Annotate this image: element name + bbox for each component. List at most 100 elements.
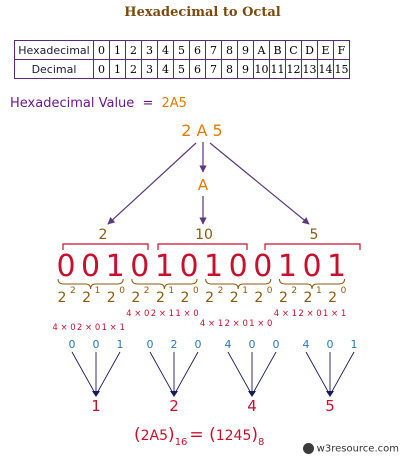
octal-digit: 1 — [91, 397, 101, 415]
product-term: 1 × 1 — [323, 309, 346, 319]
branch-value: 10 — [195, 227, 213, 243]
fan-line — [95, 351, 121, 396]
power-base: 2 — [58, 290, 67, 306]
power-exponent: 2 — [291, 286, 297, 296]
dec-cell: 14 — [317, 59, 334, 79]
result-octal: 1245 — [216, 428, 252, 444]
product-term: 4 × 0 — [52, 323, 75, 333]
w3resource-logo-icon — [302, 442, 314, 454]
binary-digit: 0 — [229, 249, 248, 284]
power-exponent: 1 — [95, 286, 101, 296]
fan-line — [329, 351, 355, 396]
tree-middle-value: A — [198, 176, 209, 194]
tree-arrow-right — [209, 142, 310, 225]
tree-arrow-left — [107, 142, 197, 225]
binary-digit: 0 — [81, 249, 100, 284]
power-exponent: 2 — [70, 286, 76, 296]
binary-digit: 0 — [179, 249, 198, 284]
arrow-head-icon — [92, 391, 100, 397]
result-hex: 2A5 — [141, 428, 168, 444]
product-term: 4 × 1 — [200, 319, 223, 329]
power-exponent: 1 — [168, 286, 174, 296]
group-brace — [278, 278, 346, 290]
bit-value: 0 — [147, 338, 154, 351]
result-hex-base: 16 — [175, 437, 188, 448]
power-base: 2 — [156, 290, 165, 306]
footer-text: w3resource.com — [316, 443, 399, 454]
product-term: 2 × 1 — [151, 309, 174, 319]
bit-value: 0 — [249, 338, 256, 351]
branch-bracket — [264, 243, 361, 250]
result-paren: ( — [204, 425, 216, 445]
arrow-head-icon — [248, 391, 256, 397]
hex-row: Hexadecimal 0 1 2 3 4 5 6 7 8 9 A B C D … — [14, 40, 350, 60]
product-term: 4 × 1 — [274, 309, 297, 319]
binary-digit: 0 — [130, 249, 149, 284]
fan-line — [305, 351, 331, 396]
bit-value: 4 — [303, 338, 310, 351]
hex-value-equals: = — [142, 96, 154, 111]
result-paren: ) — [251, 425, 258, 445]
product-term: 2 × 0 — [298, 309, 321, 319]
power-exponent: 0 — [341, 286, 347, 296]
power-base: 2 — [279, 290, 288, 306]
result-paren: ) — [168, 425, 175, 445]
power-exponent: 2 — [144, 286, 150, 296]
power-base: 2 — [205, 290, 214, 306]
fan-line — [71, 351, 97, 396]
footer-credit: w3resource.com — [302, 442, 399, 454]
power-base: 2 — [328, 290, 337, 306]
octal-digit: 5 — [325, 397, 335, 415]
branch-value: 5 — [310, 227, 319, 243]
hex-cell: F — [333, 40, 350, 60]
binary-digit: 1 — [106, 249, 125, 284]
hex-value-line: Hexadecimal Value = 2A5 — [10, 96, 187, 111]
group-brace — [57, 278, 124, 290]
power-base: 2 — [131, 290, 140, 306]
dec-cell: 5 — [173, 59, 190, 79]
power-base: 2 — [304, 290, 313, 306]
product-term: 4 × 0 — [126, 309, 149, 319]
binary-digit: 1 — [327, 249, 346, 284]
bit-value: 0 — [327, 338, 334, 351]
product-term: 1 × 0 — [175, 309, 198, 319]
result-paren: ( — [134, 425, 141, 445]
power-base: 2 — [107, 290, 116, 306]
result-equals: = — [189, 425, 203, 445]
power-exponent: 1 — [242, 286, 248, 296]
arrow-head-icon — [170, 391, 178, 397]
binary-digit: 0 — [302, 249, 321, 284]
bit-value: 4 — [225, 338, 232, 351]
octal-digit: 2 — [169, 397, 179, 415]
power-exponent: 1 — [316, 286, 322, 296]
power-exponent: 0 — [193, 286, 199, 296]
bit-value: 0 — [93, 338, 100, 351]
group-brace — [205, 278, 272, 290]
fan-line — [251, 351, 277, 396]
binary-digit: 1 — [204, 249, 223, 284]
branch-value: 2 — [99, 227, 108, 243]
hex-row-label: Hexadecimal — [14, 40, 94, 60]
product-term: 2 × 0 — [225, 319, 248, 329]
bit-value: 1 — [351, 338, 358, 351]
binary-digit: 1 — [155, 249, 174, 284]
power-base: 2 — [181, 290, 190, 306]
branch-bracket — [157, 243, 248, 250]
hex-value-label: Hexadecimal Value — [10, 96, 135, 111]
binary-digit: 0 — [253, 249, 272, 284]
dec-row: Decimal 0 1 2 3 4 5 6 7 8 9 10 11 12 13 … — [14, 59, 350, 79]
product-term: 2 × 0 — [77, 323, 100, 333]
power-base: 2 — [254, 290, 263, 306]
fan-line — [149, 351, 175, 396]
branch-bracket — [62, 243, 149, 250]
bit-value: 2 — [171, 338, 178, 351]
bit-value: 0 — [69, 338, 76, 351]
power-exponent: 0 — [119, 286, 125, 296]
conversion-table: Hexadecimal 0 1 2 3 4 5 6 7 8 9 A B C D … — [14, 40, 350, 79]
bit-value: 1 — [117, 338, 124, 351]
dec-cell: 15 — [333, 59, 350, 79]
result-equation: (2A5)16= (1245)8 — [134, 425, 264, 448]
power-exponent: 2 — [218, 286, 224, 296]
